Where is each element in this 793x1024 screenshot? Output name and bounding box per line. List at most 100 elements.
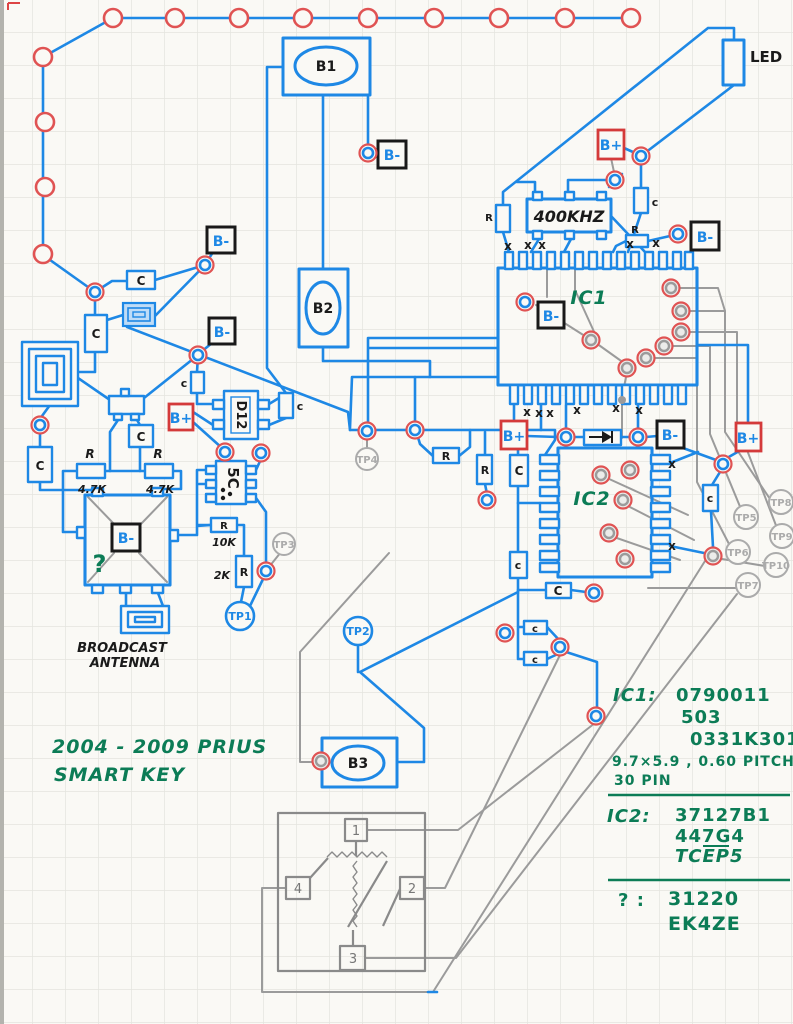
connector-pin3-box bbox=[338, 944, 367, 972]
svg-text:TP1: TP1 bbox=[228, 610, 251, 623]
crystal-400khz: 400KHZ bbox=[525, 190, 613, 241]
bminus-boxes: B- B- B- B- B- B- bbox=[205, 139, 721, 450]
antenna-bminus-label: B- bbox=[118, 531, 135, 547]
test-point-tp1: TP1 bbox=[224, 600, 256, 632]
svg-text:x: x bbox=[546, 406, 554, 420]
note-ic1-line2: 503 bbox=[681, 707, 722, 728]
test-point-tp3: TP3 bbox=[272, 532, 296, 556]
cap-label: c bbox=[515, 559, 522, 572]
crystal-label: 400KHZ bbox=[533, 207, 605, 226]
diode-component bbox=[582, 428, 623, 447]
test-point-tp2: TP2 bbox=[342, 615, 374, 647]
svg-text:x: x bbox=[668, 539, 676, 553]
res-value: 4.7K bbox=[77, 483, 107, 496]
svg-text:x: x bbox=[626, 237, 634, 251]
note-ic2-line3: TCEP5 bbox=[675, 846, 744, 867]
resistors: R 4.7K R 4.7K R 10K R 2K R R R R bbox=[75, 203, 650, 589]
connector-pin4-label: 4 bbox=[294, 882, 302, 897]
bminus-label: B- bbox=[214, 325, 231, 341]
svg-text:x: x bbox=[668, 457, 676, 471]
bplus-label: B+ bbox=[170, 411, 192, 427]
cap-label: c bbox=[532, 655, 538, 666]
svg-text:TP5: TP5 bbox=[735, 513, 756, 524]
connector-pin2-label: 2 bbox=[408, 882, 416, 897]
cap-label: C bbox=[515, 464, 524, 478]
res-label: R bbox=[485, 213, 493, 224]
note-ic1-heading: IC1: bbox=[613, 685, 657, 706]
svg-text:TP8: TP8 bbox=[770, 498, 791, 509]
cap-label: C bbox=[554, 584, 563, 598]
svg-text:TP7: TP7 bbox=[737, 581, 758, 592]
antenna-caption-line1: BROADCAST bbox=[77, 641, 168, 656]
5c-chip: 5C bbox=[204, 459, 258, 506]
title-line1: 2004 - 2009 PRIUS bbox=[52, 736, 267, 758]
note-ic1-pins: 30 PIN bbox=[614, 773, 672, 789]
test-point-tp7: TP7 bbox=[735, 572, 761, 598]
connector-pin1-label: 1 bbox=[352, 824, 360, 839]
res-value: 10K bbox=[212, 536, 237, 549]
svg-text:x: x bbox=[524, 238, 532, 252]
cap-label: c bbox=[652, 196, 659, 209]
bminus-label: B- bbox=[662, 428, 679, 444]
connector-module: 1 2 3 4 bbox=[276, 811, 427, 973]
svg-text:x: x bbox=[652, 236, 660, 250]
res-label: R bbox=[153, 447, 162, 461]
svg-text:x: x bbox=[504, 239, 512, 253]
broadcast-antenna: B- ? bbox=[75, 486, 180, 595]
cap-label: c bbox=[532, 624, 538, 635]
ic2-label: IC2 bbox=[573, 488, 610, 510]
note-q-heading: ? : bbox=[618, 890, 645, 911]
note-ic2-line1: 37127B1 bbox=[675, 805, 771, 826]
bminus-label: B- bbox=[543, 309, 560, 325]
note-q-line1: 31220 bbox=[668, 888, 739, 910]
res-label: R bbox=[220, 521, 228, 532]
annotations: BROADCAST ANTENNA 2004 - 2009 PRIUS SMAR… bbox=[52, 641, 793, 935]
bplus-label: B+ bbox=[600, 138, 622, 154]
svg-text:x: x bbox=[523, 405, 531, 419]
corner-mark bbox=[7, 2, 20, 10]
note-ic1-dims: 9.7×5.9 , 0.60 PITCH bbox=[612, 754, 793, 770]
svg-text:TP2: TP2 bbox=[346, 625, 369, 638]
test-point-tp4: TP4 bbox=[355, 447, 379, 471]
battery-b3: B3 bbox=[320, 736, 399, 789]
svg-text:x: x bbox=[535, 406, 543, 420]
via-pads bbox=[30, 7, 733, 771]
cap-label: c bbox=[297, 400, 304, 413]
svg-text:TP10: TP10 bbox=[762, 561, 790, 572]
svg-text:x: x bbox=[612, 401, 620, 415]
led-component: LED bbox=[721, 38, 782, 87]
res-label: R bbox=[85, 447, 94, 461]
cap-label: C bbox=[36, 459, 45, 473]
ic2-chip: IC2 bbox=[538, 446, 672, 579]
bplus-boxes: B+ B+ B+ B+ bbox=[167, 128, 763, 453]
res-value: 4.7K bbox=[145, 483, 175, 496]
antenna-bminus-box bbox=[110, 522, 142, 553]
note-ic1-line1: 0790011 bbox=[676, 685, 771, 706]
note-ic2-line2: 447G4 bbox=[675, 826, 745, 847]
5c-label: 5C bbox=[224, 467, 242, 488]
svg-text:TP6: TP6 bbox=[727, 548, 748, 559]
coil-large bbox=[20, 340, 80, 408]
svg-text:x: x bbox=[635, 403, 643, 417]
scan-edge bbox=[0, 0, 4, 1024]
test-point-tp9: TP9 bbox=[769, 523, 793, 549]
b2-label: B2 bbox=[313, 301, 333, 317]
connector-pin3-label: 3 bbox=[349, 952, 357, 967]
cap-label: C bbox=[137, 430, 146, 444]
transistor-block bbox=[107, 387, 146, 422]
svg-text:x: x bbox=[573, 403, 581, 417]
ic1-chip: IC1 bbox=[496, 250, 699, 406]
antenna-caption-line2: ANTENNA bbox=[89, 656, 161, 671]
test-point-tp10: TP10 bbox=[762, 552, 790, 578]
coil-small-top bbox=[121, 301, 157, 328]
test-point-tp5: TP5 bbox=[733, 504, 759, 530]
res-label: R bbox=[631, 225, 639, 236]
bplus-label: B+ bbox=[737, 431, 759, 447]
b1-label: B1 bbox=[316, 59, 336, 75]
bplus-label: B+ bbox=[503, 429, 525, 445]
ic1-label: IC1 bbox=[570, 287, 607, 309]
svg-text:TP9: TP9 bbox=[771, 532, 792, 543]
